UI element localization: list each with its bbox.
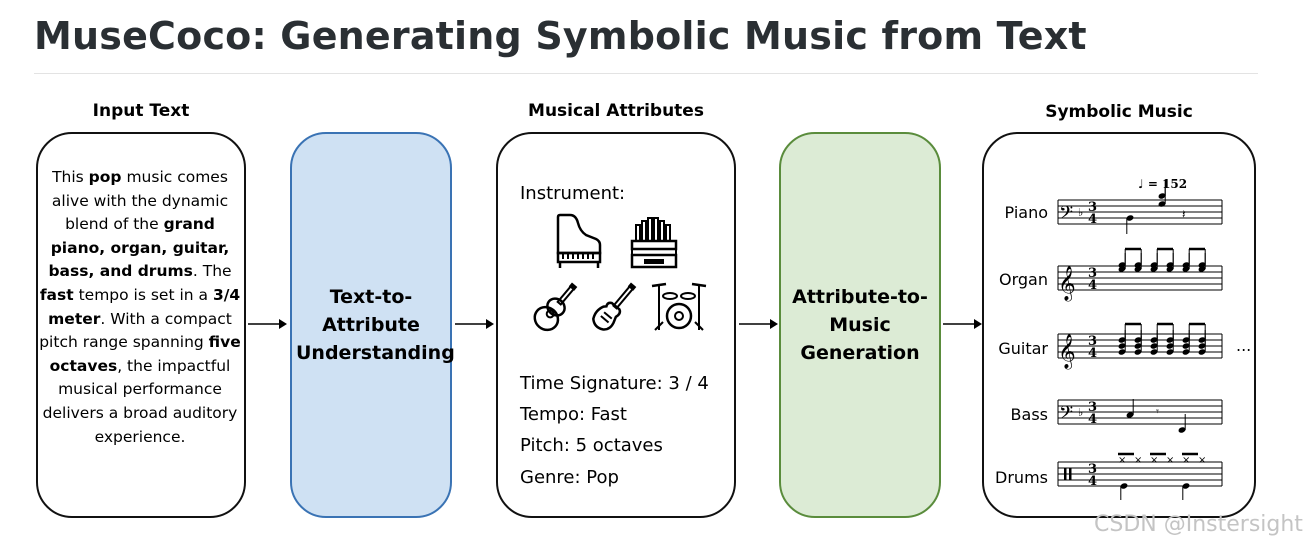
input-text-box: [36, 132, 246, 518]
pitch-attribute: Pitch: 5 octaves: [520, 435, 663, 456]
svg-text:×: ×: [1166, 455, 1174, 466]
input-text-emphasis: fast: [39, 285, 74, 304]
input-text-fragment: This: [52, 168, 89, 186]
page-title: MuseCoco: Generating Symbolic Music from…: [34, 14, 1087, 58]
input-text-emphasis: 3/4 meter: [48, 285, 241, 328]
staff-drums: 34 × × × × × ×: [1057, 452, 1223, 500]
input-text-fragment: . With a compact pitch range spanning: [39, 309, 232, 352]
time-signature-bottom: 4: [1088, 474, 1097, 489]
staff-label-organ: Organ: [999, 270, 1048, 289]
heading-musical-attributes: Musical Attributes: [528, 101, 704, 121]
drum-kit-icon: [651, 282, 707, 331]
svg-text:×: ×: [1198, 455, 1206, 466]
svg-text:♭: ♭: [1078, 406, 1083, 419]
input-text-fragment: , the impactful musical performance deli…: [42, 356, 238, 446]
text-to-attribute-box: Text-to-Attribute Understanding: [290, 132, 455, 518]
staff-bass: 𝄢 ♭ 34 𝄾: [1057, 399, 1223, 433]
electric-bass-icon: [592, 282, 637, 331]
treble-clef-icon: 𝄞: [1058, 266, 1076, 302]
svg-text:×: ×: [1134, 455, 1142, 466]
input-text-paragraph: This pop music comes alive with the dyna…: [38, 166, 242, 449]
input-text-emphasis: pop: [88, 168, 122, 186]
staff-organ: 𝄞 34: [1057, 247, 1223, 302]
svg-text:×: ×: [1118, 455, 1126, 466]
attribute-to-music-box: Attribute-to-Music Generation: [779, 132, 941, 518]
continuation-ellipsis: ...: [1236, 336, 1252, 355]
svg-text:𝄾: 𝄾: [1156, 405, 1159, 418]
input-text-fragment: . The: [192, 262, 232, 281]
input-text-fragment: music comes alive with the dynamic blend…: [51, 168, 229, 234]
svg-text:×: ×: [1182, 455, 1190, 466]
svg-text:♭: ♭: [1078, 206, 1083, 219]
time-signature-top: 3: [1088, 334, 1097, 349]
input-text-fragment: tempo is set in a: [73, 285, 213, 304]
time-signature-top: 3: [1088, 200, 1097, 215]
grand-piano-icon: [556, 213, 602, 268]
music-score: ♩ = 152 𝄢♭34𝄽𝄞34𝄞34𝄢♭34𝄾34××××××: [1057, 177, 1223, 500]
bass-clef-icon: 𝄢: [1059, 403, 1073, 428]
arrow-stage2-to-music: [943, 319, 982, 329]
staff-label-piano: Piano: [1004, 203, 1048, 222]
input-text-emphasis: five octaves: [49, 333, 241, 375]
staff-guitar: 𝄞 34: [1057, 322, 1223, 370]
time-signature-top: 3: [1088, 266, 1097, 281]
bass-clef-icon: 𝄢: [1059, 203, 1073, 228]
arrow-stage1-to-attributes: [455, 319, 494, 329]
time-signature-top: 3: [1088, 462, 1097, 477]
genre-attribute: Genre: Pop: [520, 467, 619, 488]
arrow-attributes-to-stage2: [739, 319, 778, 329]
watermark: CSDN @Instersight: [1094, 512, 1303, 537]
attribute-to-music-label: Attribute-to-Music Generation: [792, 286, 928, 364]
staff-label-bass: Bass: [1010, 405, 1048, 424]
acoustic-guitar-icon: [533, 282, 578, 332]
time-signature-bottom: 4: [1088, 278, 1097, 293]
svg-text:𝄽: 𝄽: [1182, 207, 1186, 221]
staff-label-drums: Drums: [995, 468, 1048, 487]
svg-text:×: ×: [1150, 455, 1158, 466]
staff-piano: 𝄢 ♭ 34 𝄽: [1057, 180, 1223, 234]
arrow-input-to-stage1: [248, 319, 287, 329]
input-text-emphasis: grand piano, organ, guitar, bass, and dr…: [48, 215, 230, 281]
instrument-label: Instrument:: [520, 183, 626, 204]
heading-input-text: Input Text: [92, 101, 190, 121]
tempo-attribute: Tempo: Fast: [520, 404, 627, 425]
time-signature-bottom: 4: [1088, 412, 1097, 427]
time-signature-bottom: 4: [1088, 346, 1097, 361]
time-signature-top: 3: [1088, 400, 1097, 415]
treble-clef-icon: 𝄞: [1058, 334, 1076, 370]
time-signature-bottom: 4: [1088, 212, 1097, 227]
tempo-marking: ♩ = 152: [1138, 177, 1187, 191]
text-to-attribute-label: Text-to-Attribute Understanding: [296, 286, 455, 364]
organ-icon: [630, 217, 678, 269]
staff-label-guitar: Guitar: [998, 339, 1048, 358]
time-signature-attribute: Time Signature: 3 / 4: [520, 373, 709, 394]
heading-symbolic-music: Symbolic Music: [1045, 102, 1193, 122]
title-divider: [34, 73, 1258, 74]
